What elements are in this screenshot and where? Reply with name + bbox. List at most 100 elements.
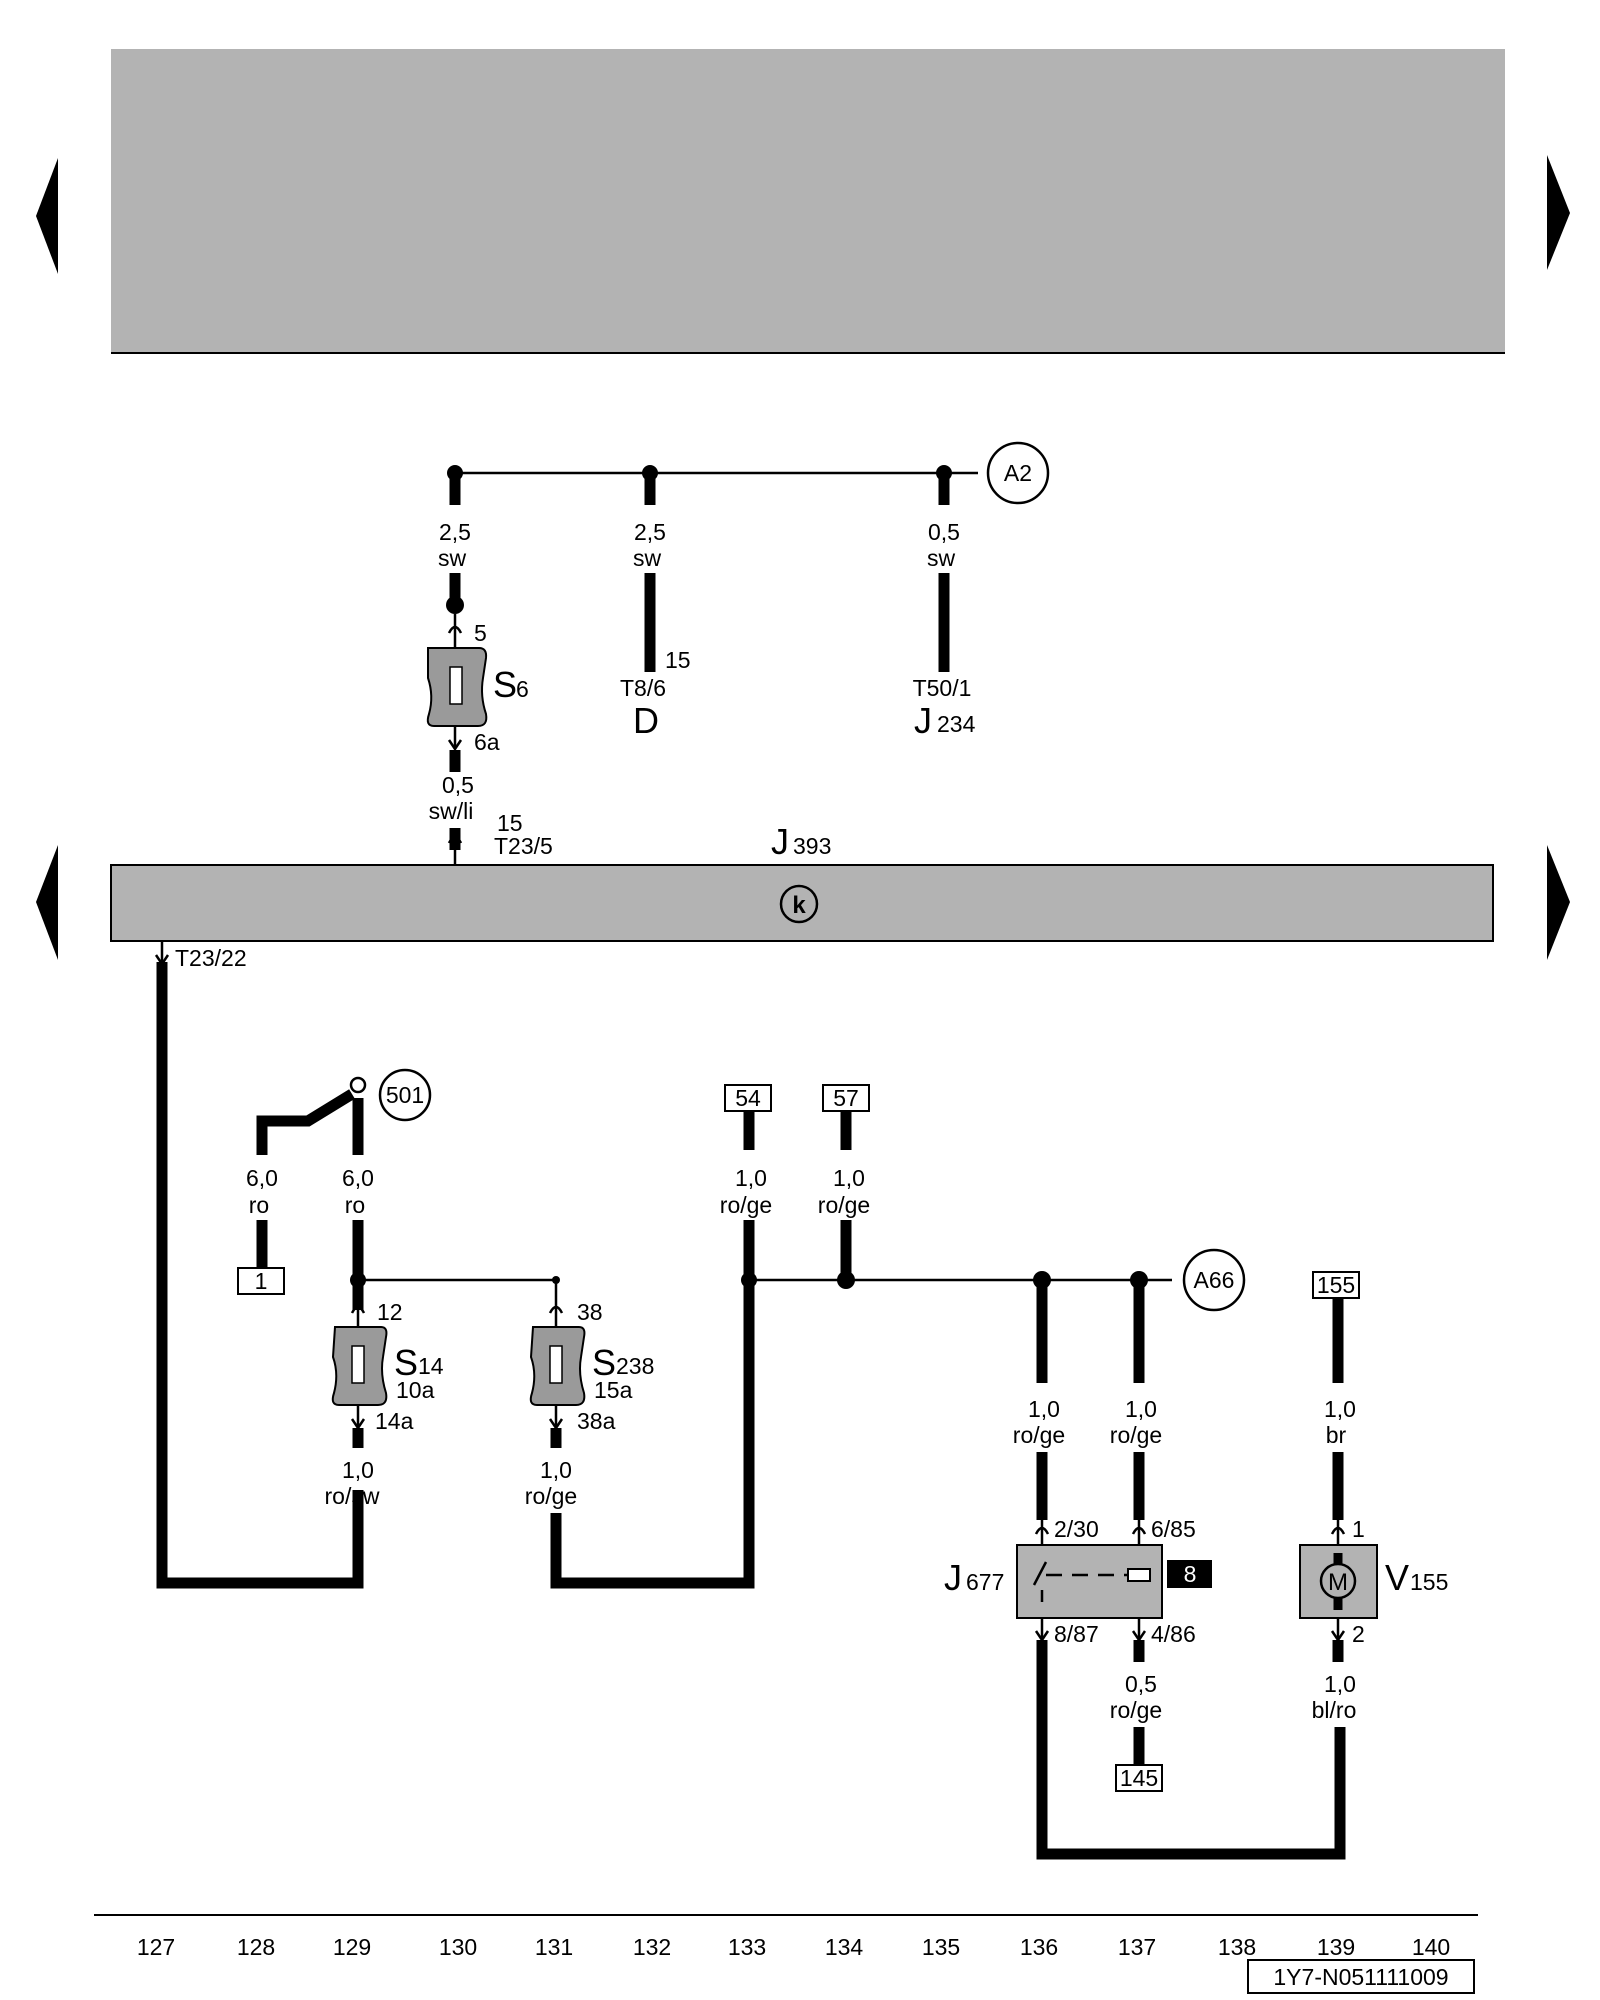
component-sub: 677 (966, 1569, 1004, 1595)
j393-symbol-circle (779, 884, 819, 924)
wire-label: 1,0 (1324, 1671, 1356, 1697)
column-number: 128 (237, 1934, 275, 1960)
pin-hook (447, 835, 463, 844)
relay-position-box[interactable] (1167, 1560, 1212, 1588)
connector-circle-a2[interactable] (986, 441, 1050, 505)
wire-label: ro/sw (325, 1483, 380, 1509)
wire-label: ro (249, 1192, 269, 1218)
column-number: 132 (633, 1934, 671, 1960)
component-sub: 234 (937, 711, 976, 737)
wire-label: 1,0 (342, 1457, 374, 1483)
pin-label: 6a (474, 729, 500, 755)
component-sub: 155 (1410, 1569, 1448, 1595)
component-letter: S (394, 1342, 418, 1383)
wire-label: sw (438, 545, 467, 571)
connector-501-label: 501 (386, 1082, 424, 1108)
pin-hook (350, 1305, 366, 1314)
wire-label: 0,5 (1125, 1671, 1157, 1697)
wire-label: sw/li (429, 798, 474, 824)
column-number: 139 (1317, 1934, 1355, 1960)
wire-label: ro/ge (720, 1192, 772, 1218)
pin-label: 38a (577, 1408, 616, 1434)
pin-label: 5 (474, 620, 487, 646)
pin-label: T23/5 (494, 833, 553, 859)
nav-arrow-left-mid[interactable] (36, 845, 58, 960)
pin-label: 14a (375, 1408, 414, 1434)
connector-circle-501[interactable] (378, 1068, 432, 1122)
component-sub: 238 (616, 1353, 654, 1379)
nav-arrow-right-mid[interactable] (1547, 845, 1570, 960)
ref-label: 54 (735, 1085, 761, 1111)
node (446, 596, 464, 614)
ref-box-57[interactable] (822, 1084, 870, 1112)
relay-coil (1127, 1568, 1151, 1582)
pin-label: 15 (665, 647, 691, 673)
wire-label: ro (345, 1192, 365, 1218)
component-sub: 14 (418, 1353, 444, 1379)
component-letter: S (493, 664, 517, 705)
pin-label: 8/87 (1054, 1621, 1099, 1647)
wire-label: bl/ro (1312, 1697, 1357, 1723)
node (741, 1272, 757, 1288)
column-number: 138 (1218, 1934, 1256, 1960)
connector-circle-a66[interactable] (1182, 1248, 1246, 1312)
column-number: 133 (728, 1934, 766, 1960)
component-letter: J (771, 821, 789, 862)
wire-label: 6,0 (246, 1165, 278, 1191)
ref-label: 155 (1317, 1272, 1355, 1298)
fuse-rating: 15a (594, 1377, 633, 1403)
column-number: 135 (922, 1934, 960, 1960)
pin-label: 2/30 (1054, 1516, 1099, 1542)
ref-label: 145 (1120, 1765, 1158, 1791)
relay-position-label: 8 (1184, 1561, 1197, 1587)
pin-label: 6/85 (1151, 1516, 1196, 1542)
nav-arrow-right-top[interactable] (1547, 155, 1570, 270)
wire-label: 1,0 (833, 1165, 865, 1191)
ref-box-1[interactable] (237, 1267, 285, 1295)
column-number: 134 (825, 1934, 864, 1960)
component-sub: 6 (516, 676, 529, 702)
column-number: 131 (535, 1934, 573, 1960)
doc-id-box (1247, 1959, 1475, 1994)
column-number: 127 (137, 1934, 175, 1960)
wire-label: ro/ge (1013, 1422, 1065, 1448)
ref-label: 1 (255, 1268, 268, 1294)
wire-label: 1,0 (1324, 1396, 1356, 1422)
pin-hook (548, 1305, 564, 1314)
terminal-point (349, 1076, 367, 1094)
wire-label: 0,5 (442, 772, 474, 798)
fuse-element (449, 666, 463, 705)
wire-label: 1,0 (1125, 1396, 1157, 1422)
control-unit-j393[interactable] (110, 864, 1494, 942)
motor-symbol (1319, 1562, 1357, 1600)
pin-label: 1 (1352, 1516, 1365, 1542)
component-letter: J (914, 700, 932, 741)
wire-label: 0,5 (928, 519, 960, 545)
column-number: 140 (1412, 1934, 1450, 1960)
wire-label: sw (927, 545, 956, 571)
wire-label: 1,0 (540, 1457, 572, 1483)
wire (550, 1280, 755, 1589)
wire-label: ro/ge (525, 1483, 577, 1509)
nav-arrow-left-top[interactable] (36, 158, 58, 274)
pin-label: 4/86 (1151, 1621, 1196, 1647)
component-letter: J (944, 1557, 962, 1598)
top-panel (111, 49, 1505, 352)
wire-label: 1,0 (1028, 1396, 1060, 1422)
j393-symbol: k (792, 892, 806, 919)
wire-label: 6,0 (342, 1165, 374, 1191)
pin-label: T8/6 (620, 675, 666, 701)
wire (156, 962, 364, 1589)
pin-label: T23/22 (175, 945, 247, 971)
wire-label: 2,5 (634, 519, 666, 545)
pin-arrow (447, 739, 463, 752)
wire-label: 1,0 (735, 1165, 767, 1191)
fuse-element (549, 1345, 563, 1384)
ref-box-145[interactable] (1115, 1764, 1163, 1792)
ref-box-155[interactable] (1312, 1271, 1360, 1299)
ref-box-54[interactable] (724, 1084, 772, 1112)
pin-label: 15 (497, 810, 523, 836)
column-number: 136 (1020, 1934, 1058, 1960)
